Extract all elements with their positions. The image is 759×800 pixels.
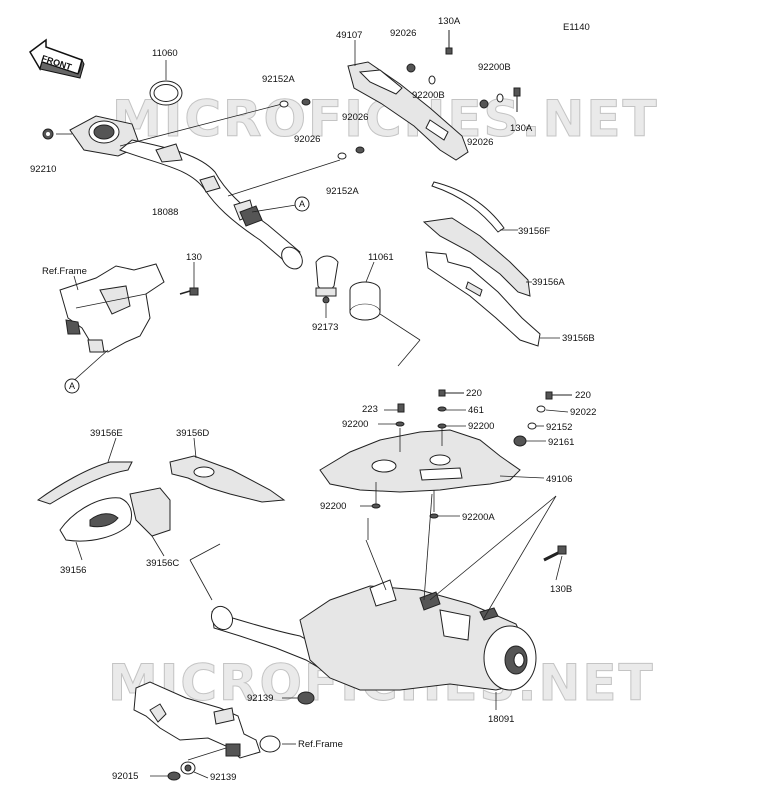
frame-bracket-upper [59,263,165,353]
label-92200A: 92200A [462,512,495,523]
callout-A-frame: A [69,381,75,391]
washer-92026-lower [355,146,365,154]
muffler-18091 [210,579,537,691]
label-39156A: 39156A [532,277,565,288]
label-39156C: 39156C [146,558,179,569]
label-39156: 39156 [60,565,86,576]
bolt-220-right [545,391,572,400]
callout-A-top: A [299,199,305,209]
label-461: 461 [468,405,484,416]
label-18088: 18088 [152,207,178,218]
label-92139-1: 92139 [247,693,273,704]
label-92026-1: 92026 [294,134,320,145]
bolt-223 [397,403,405,413]
washer-92022 [536,405,546,413]
label-92026-2: 92026 [390,28,416,39]
washer-92026-right [479,99,489,109]
label-39156D: 39156D [176,428,209,439]
heat-shield-39156C [129,487,171,537]
heat-shield-39156 [59,497,133,542]
label-92152A-1: 92152A [262,74,295,85]
label-92200-2: 92200 [468,421,494,432]
nut-92210 [42,128,54,140]
gasket-ring-11060 [149,80,183,106]
front-arrow-icon: FRONT [29,38,85,79]
label-130A-2: 130A [510,123,533,134]
label-ref-frame-2: Ref.Frame [298,739,343,750]
grommet-92139-upper [297,691,315,705]
washer-92200B-right [496,93,504,103]
heat-shield-39156F [431,181,505,233]
heat-shield-39156A [422,217,531,297]
label-223: 223 [362,404,378,415]
label-92161: 92161 [548,437,574,448]
label-130: 130 [186,252,202,263]
label-92139-2: 92139 [210,772,236,783]
label-39156F: 39156F [518,226,550,237]
washer-92152 [527,422,537,430]
label-92022: 92022 [570,407,596,418]
label-220-1: 220 [466,388,482,399]
label-92026-4: 92026 [467,137,493,148]
heat-shield-39156B [425,251,541,347]
label-92015: 92015 [112,771,138,782]
diagram-code: E1140 [563,22,590,33]
label-92200-3: 92200 [320,501,346,512]
washer-92200-center [437,423,447,429]
bolt-130A-right [513,87,521,112]
washer-92026-upper [301,98,311,106]
label-92200B-1: 92200B [412,90,445,101]
label-92152: 92152 [546,422,572,433]
label-11060: 11060 [152,48,178,59]
washer-92152A-upper [279,100,289,108]
grommet-92139-lower [180,761,196,775]
bolt-130 [179,262,199,296]
washer-92200-left [395,421,405,427]
muffler-cover-49106 [319,429,521,493]
label-ref-frame-1: Ref.Frame [42,266,87,277]
label-92152A-2: 92152A [326,186,359,197]
label-92026-3: 92026 [342,112,368,123]
washer-92200B-upper [428,75,436,85]
bolt-220-center [438,389,464,397]
clamp-92173 [315,255,339,304]
bolt-130A-upper [445,30,453,55]
bolt-130B [543,545,567,562]
label-220-2: 220 [575,390,591,401]
grommet-92161 [513,435,527,447]
label-92173: 92173 [312,322,338,333]
heat-shield-39156D [169,455,286,503]
label-11061: 11061 [368,252,394,263]
label-130B: 130B [550,584,572,595]
label-92210: 92210 [30,164,56,175]
label-130A-1: 130A [438,16,461,27]
nut-92015 [167,771,181,781]
washer-461 [437,406,447,412]
washer-92200A [429,513,439,519]
label-49107: 49107 [336,30,362,41]
label-18091: 18091 [488,714,514,725]
washer-92026-guard [406,63,416,73]
gasket-tube-11061 [349,281,381,321]
label-39156B: 39156B [562,333,595,344]
heat-guard-49107 [347,61,469,161]
header-pipe-18088 [69,115,303,270]
label-92200-1: 92200 [342,419,368,430]
frame-bracket-lower [133,681,281,759]
label-92200B-2: 92200B [478,62,511,73]
label-49106: 49106 [546,474,572,485]
washer-92152A-lower [337,152,347,160]
washer-92200-lower [371,503,381,509]
heat-shield-39156E [36,461,133,505]
label-39156E: 39156E [90,428,123,439]
